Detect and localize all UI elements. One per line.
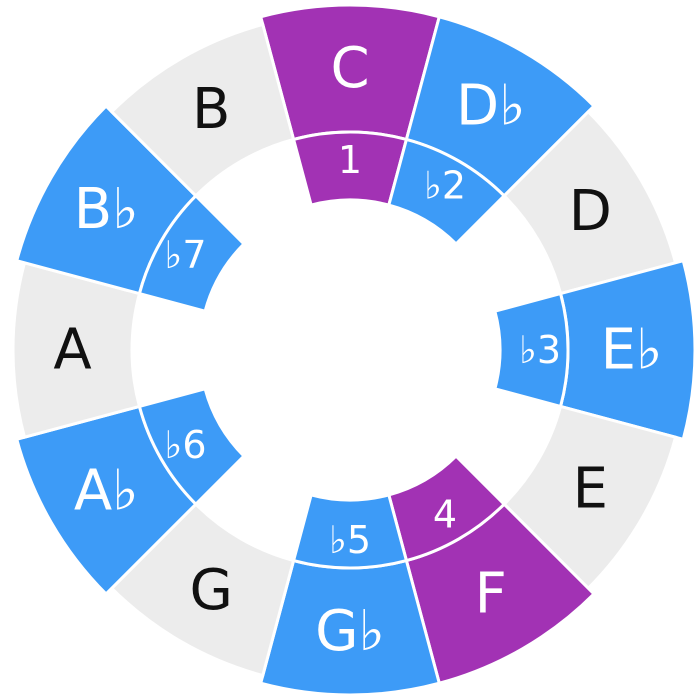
interval-label-b-flat: ♭7 <box>164 233 206 277</box>
interval-segment-d-flat[interactable] <box>386 137 507 247</box>
interval-label-g-flat: ♭5 <box>329 518 371 562</box>
interval-segment-e-flat[interactable] <box>493 291 570 409</box>
note-label-c: C <box>330 36 369 101</box>
interval-label-e-flat: ♭3 <box>519 328 561 372</box>
inner-interval-ring: 1 ♭2 ♭3 4 ♭5 ♭6 ♭7 <box>137 130 570 570</box>
interval-label-f: 4 <box>433 493 457 537</box>
outer-note-ring: C D♭ D E♭ E F G♭ G A♭ A B♭ B <box>11 3 697 697</box>
note-label-d: D <box>569 179 612 244</box>
interval-segment-a-flat[interactable] <box>137 386 247 507</box>
interval-segment-g-flat[interactable] <box>291 493 409 570</box>
note-label-d-flat: D♭ <box>456 74 526 139</box>
note-label-g: G <box>190 558 233 623</box>
note-label-b: B <box>192 77 230 142</box>
note-label-b-flat: B♭ <box>74 177 139 242</box>
note-segment-b[interactable] <box>109 22 296 198</box>
note-label-a-flat: A♭ <box>74 458 139 523</box>
interval-label-a-flat: ♭6 <box>164 423 206 467</box>
note-label-f: F <box>475 561 507 626</box>
interval-label-c: 1 <box>338 138 362 182</box>
note-label-g-flat: G♭ <box>315 599 385 664</box>
note-label-a: A <box>53 318 91 383</box>
note-label-e-flat: E♭ <box>601 318 663 383</box>
interval-label-d-flat: ♭2 <box>424 163 466 207</box>
interval-segment-b-flat[interactable] <box>137 193 247 314</box>
note-label-e: E <box>573 456 608 521</box>
